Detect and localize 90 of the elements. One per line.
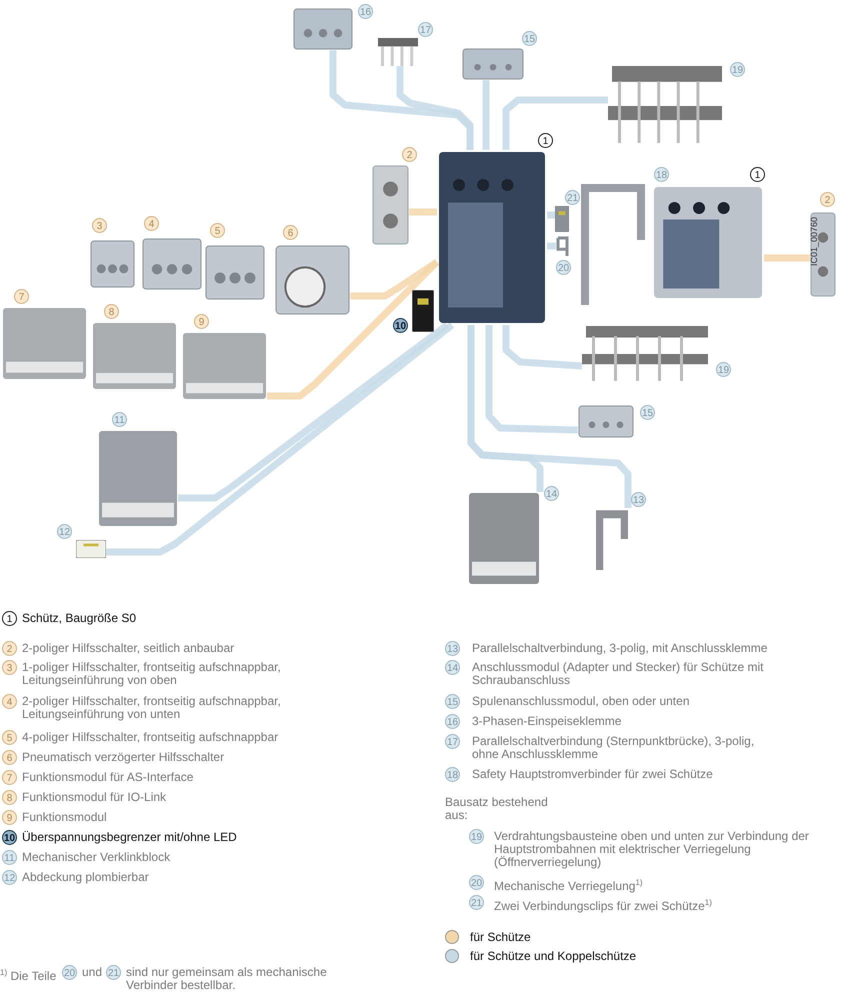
- legend-label: für Schütze und Koppelschütze: [470, 950, 636, 963]
- footnote-text: sind nur gemeinsam als mechanische Verbinder bestellbar.: [126, 966, 328, 992]
- legend-label: für Schütze: [470, 931, 531, 944]
- part-description: Schütz, Baugröße S0: [22, 612, 138, 625]
- part-description: Mechanischer Verklinkblock: [22, 851, 172, 864]
- callout-number: 5: [2, 730, 17, 745]
- callout-number: 12: [2, 870, 17, 885]
- connector-band: [502, 325, 582, 370]
- callout-number: 6: [2, 750, 17, 765]
- footnote-text: und: [82, 966, 102, 979]
- part-description: 4-poliger Hilfsschalter, frontseitig aufschnappbar: [22, 731, 280, 744]
- callout-number: 15: [522, 31, 537, 46]
- connector-band: [502, 96, 608, 150]
- callout-number: 3: [92, 218, 107, 233]
- part-description: Mechanische Verriegelung$^{1)}$: [494, 877, 644, 893]
- callout-number: 1: [750, 167, 765, 182]
- callout-number: 17: [445, 734, 460, 749]
- part-description: 2-poliger Hilfsschalter, seitlich anbaubar: [22, 642, 236, 655]
- callout-number: 6: [283, 225, 298, 240]
- connector-band: [547, 212, 555, 218]
- callout-number: 1: [538, 133, 553, 148]
- callout-number: 20: [556, 260, 571, 275]
- callout-number: 11: [112, 412, 127, 427]
- connector-band: [267, 260, 440, 400]
- part-description: 2-poliger Hilfsschalter, frontseitig aufschnappbar, Leitungseinführung von unten: [22, 695, 282, 721]
- part-description: Funktionsmodul: [22, 811, 108, 824]
- callout-number: 18: [445, 767, 460, 782]
- part-description: Safety Hauptstromverbinder für zwei Schütze: [472, 768, 714, 781]
- image-id: IC01_00760: [808, 216, 820, 266]
- connector-band: [350, 259, 439, 300]
- callout-number: 8: [104, 304, 119, 319]
- connector-band: [486, 325, 578, 434]
- callout-number: 2: [2, 641, 17, 656]
- connector-band: [178, 322, 450, 502]
- part-description: Parallelschaltverbindung, 3-polig, mit Anschlussklemme: [472, 642, 768, 655]
- connector-band: [106, 322, 454, 556]
- callout-number: 11: [2, 850, 17, 865]
- callout-number: 15: [445, 694, 460, 709]
- callout-number: 10: [393, 318, 408, 333]
- connector-band: [547, 242, 556, 250]
- callout-number: 3: [2, 660, 17, 675]
- callout-number: 12: [57, 524, 72, 539]
- part-description: Überspannungsbegrenzer mit/ohne LED: [22, 831, 238, 844]
- callout-number: 21: [469, 895, 484, 910]
- part-description: Funktionsmodul für IO-Link: [22, 791, 168, 804]
- callout-number: 2: [820, 192, 835, 207]
- part-description: Parallelschaltverbindung (Sternpunktbrücke), 3-polig, ohne Anschlussklemme: [472, 735, 756, 761]
- callout-number: 18: [654, 167, 669, 182]
- part-description: Zwei Verbindungsclips für zwei Schütze$^{1)}$: [494, 897, 713, 913]
- connector-band: [396, 66, 474, 150]
- part-description: Pneumatisch verzögerter Hilfsschalter: [22, 751, 226, 764]
- part-description: Verdrahtungsbausteine oben und unten zur Verbindung der Hauptstrombahnen mit elektrischer Verriegelung (Öffnerverriegelung): [494, 830, 810, 869]
- callout-number: 13: [445, 641, 460, 656]
- part-description: Anschlussmodul (Adapter und Stecker) für Schütze mit Schraubanschluss: [472, 661, 764, 687]
- callout-number: 20: [469, 875, 484, 890]
- callout-number: 7: [14, 289, 29, 304]
- callout-number: 14: [445, 660, 460, 675]
- connector-band: [764, 254, 810, 262]
- callout-number: 21: [565, 190, 580, 205]
- callout-number: 7: [2, 770, 17, 785]
- part-description: 3-Phasen-Einspeiseklemme: [472, 715, 622, 728]
- callout-number: 21: [106, 965, 121, 980]
- callout-number: 16: [358, 4, 373, 19]
- callout-number: 4: [2, 694, 17, 709]
- kit-heading: Bausatz bestehend aus:: [445, 796, 549, 822]
- connector-band: [468, 325, 632, 508]
- callout-number: 13: [631, 492, 646, 507]
- callout-number: 8: [2, 790, 17, 805]
- callout-number: 16: [445, 714, 460, 729]
- part-description: Spulenanschlussmodul, oben oder unten: [472, 695, 690, 708]
- callout-number: 1: [2, 611, 17, 626]
- part-description: 1-poliger Hilfsschalter, frontseitig aufschnappbar, Leitungseinführung von oben: [22, 661, 282, 687]
- callout-number: 19: [469, 829, 484, 844]
- connector-band: [409, 208, 437, 216]
- part-description: Abdeckung plombierbar: [22, 871, 150, 884]
- part-description: Funktionsmodul für AS-Interface: [22, 771, 194, 784]
- callout-number: 2: [402, 147, 417, 162]
- callout-number: 20: [62, 965, 77, 980]
- callout-number: 14: [544, 486, 559, 501]
- connector-band: [482, 80, 490, 150]
- callout-number: 9: [2, 810, 17, 825]
- footnote-text: $^{1)}$ Die Teile: [0, 967, 56, 983]
- callout-number: 17: [418, 22, 433, 37]
- callout-number: 10: [2, 830, 17, 845]
- callout-number: 19: [730, 62, 745, 77]
- callout-number: 5: [210, 223, 225, 238]
- callout-number: 9: [194, 314, 209, 329]
- callout-number: 15: [640, 405, 655, 420]
- callout-number: 4: [144, 216, 159, 231]
- callout-number: 19: [716, 362, 731, 377]
